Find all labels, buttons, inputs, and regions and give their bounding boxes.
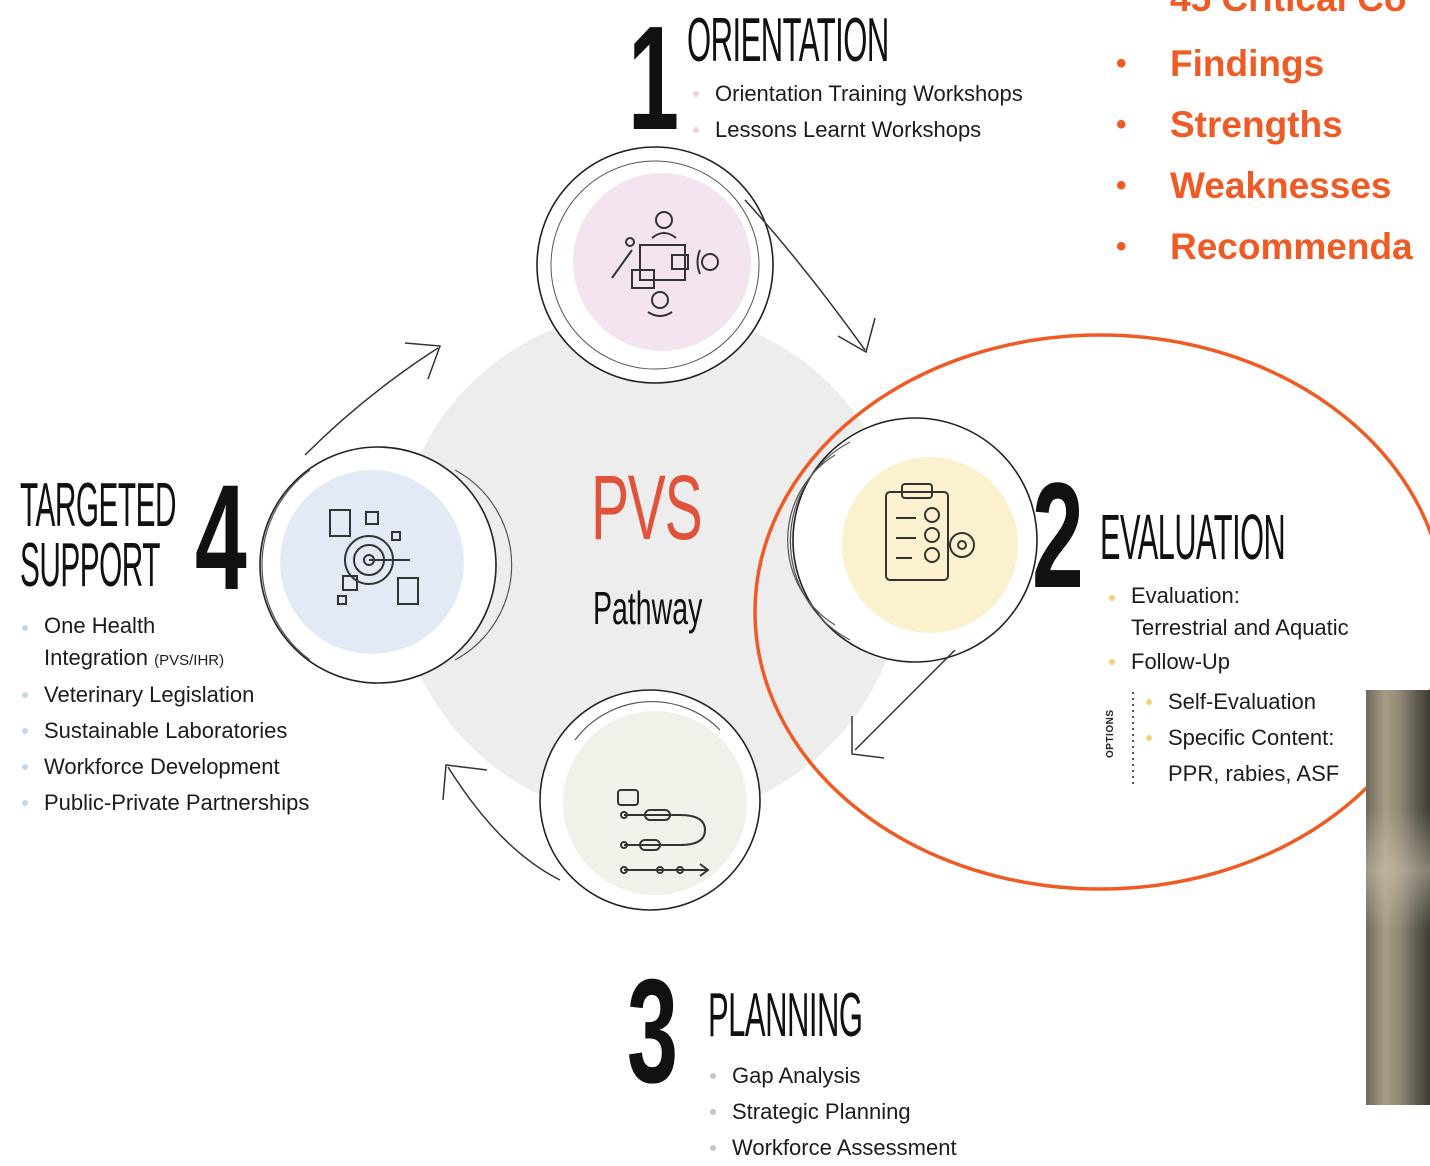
pvs-subtitle: Pathway: [593, 582, 703, 634]
stage-title-targeted: TARGETED: [20, 471, 176, 540]
list-item-note: (PVS/IHR): [154, 652, 225, 669]
targeted-support-items: One Health Integration (PVS/IHR) Veterin…: [22, 610, 309, 821]
list-item: Self-Evaluation: [1146, 684, 1339, 720]
list-item: Terrestrial and Aquatic: [1131, 615, 1349, 640]
list-item: Orientation Training Workshops: [693, 76, 1023, 112]
list-item: Sustainable Laboratories: [22, 713, 309, 749]
list-item: Lessons Learnt Workshops: [693, 112, 1023, 148]
findings-heading: 45 Critical Co: [1170, 0, 1406, 20]
stage-title-support: SUPPORT: [20, 531, 160, 600]
list-item: One Health: [22, 610, 309, 642]
list-item: Strengths: [1106, 94, 1413, 155]
stage-title-planning: PLANNING: [708, 981, 863, 1050]
roadmap-icon: [617, 789, 710, 877]
planning-items: Gap Analysis Strategic Planning Workforc…: [710, 1058, 957, 1166]
stage-title-evaluation: EVALUATION: [1100, 501, 1286, 573]
list-item: Gap Analysis: [710, 1058, 957, 1094]
list-item: Follow-Up: [1109, 644, 1349, 680]
list-item: PPR, rabies, ASF: [1168, 761, 1340, 786]
stage-number-2: 2: [1032, 451, 1084, 619]
stage-number-4: 4: [195, 453, 247, 621]
findings-list: Findings Strengths Weaknesses Recommenda: [1106, 33, 1413, 277]
highlight-ellipse: [753, 333, 1430, 891]
list-item: Findings: [1106, 33, 1413, 94]
planning-node: [539, 689, 761, 911]
list-item: Specific Content:: [1146, 720, 1339, 756]
list-item: Integration (PVS/IHR): [22, 642, 309, 677]
list-item: Veterinary Legislation: [22, 677, 309, 713]
cycle-arrows: [304, 199, 956, 881]
list-item: Workforce Assessment: [710, 1130, 957, 1166]
stage-number-1: 1: [628, 0, 680, 161]
evaluation-items: Evaluation: Terrestrial and Aquatic Foll…: [1109, 580, 1349, 680]
list-item: Workforce Development: [22, 749, 309, 785]
options-label: OPTIONS: [1105, 709, 1116, 758]
list-item: Strategic Planning: [710, 1094, 957, 1130]
evaluation-options: Self-Evaluation Specific Content: PPR, r…: [1146, 684, 1339, 792]
list-item: Public-Private Partnerships: [22, 785, 309, 821]
list-item: Weaknesses: [1106, 155, 1413, 216]
stage-title-orientation: ORIENTATION: [687, 6, 889, 75]
list-item: Recommenda: [1106, 216, 1413, 277]
list-item: Evaluation:: [1109, 580, 1349, 612]
orientation-items: Orientation Training Workshops Lessons L…: [693, 76, 1023, 148]
list-item-text: Integration: [44, 645, 148, 670]
center-circle: [395, 310, 905, 820]
photo-fragment: [1366, 690, 1430, 1105]
workflow-icon: [611, 211, 719, 317]
orientation-node: [536, 146, 774, 384]
clipboard-checklist-icon: [885, 483, 975, 581]
stage-number-3: 3: [627, 949, 679, 1114]
pvs-title: PVS: [591, 457, 703, 559]
targeted-support-node: [259, 446, 513, 684]
target-documents-icon: [329, 509, 419, 605]
